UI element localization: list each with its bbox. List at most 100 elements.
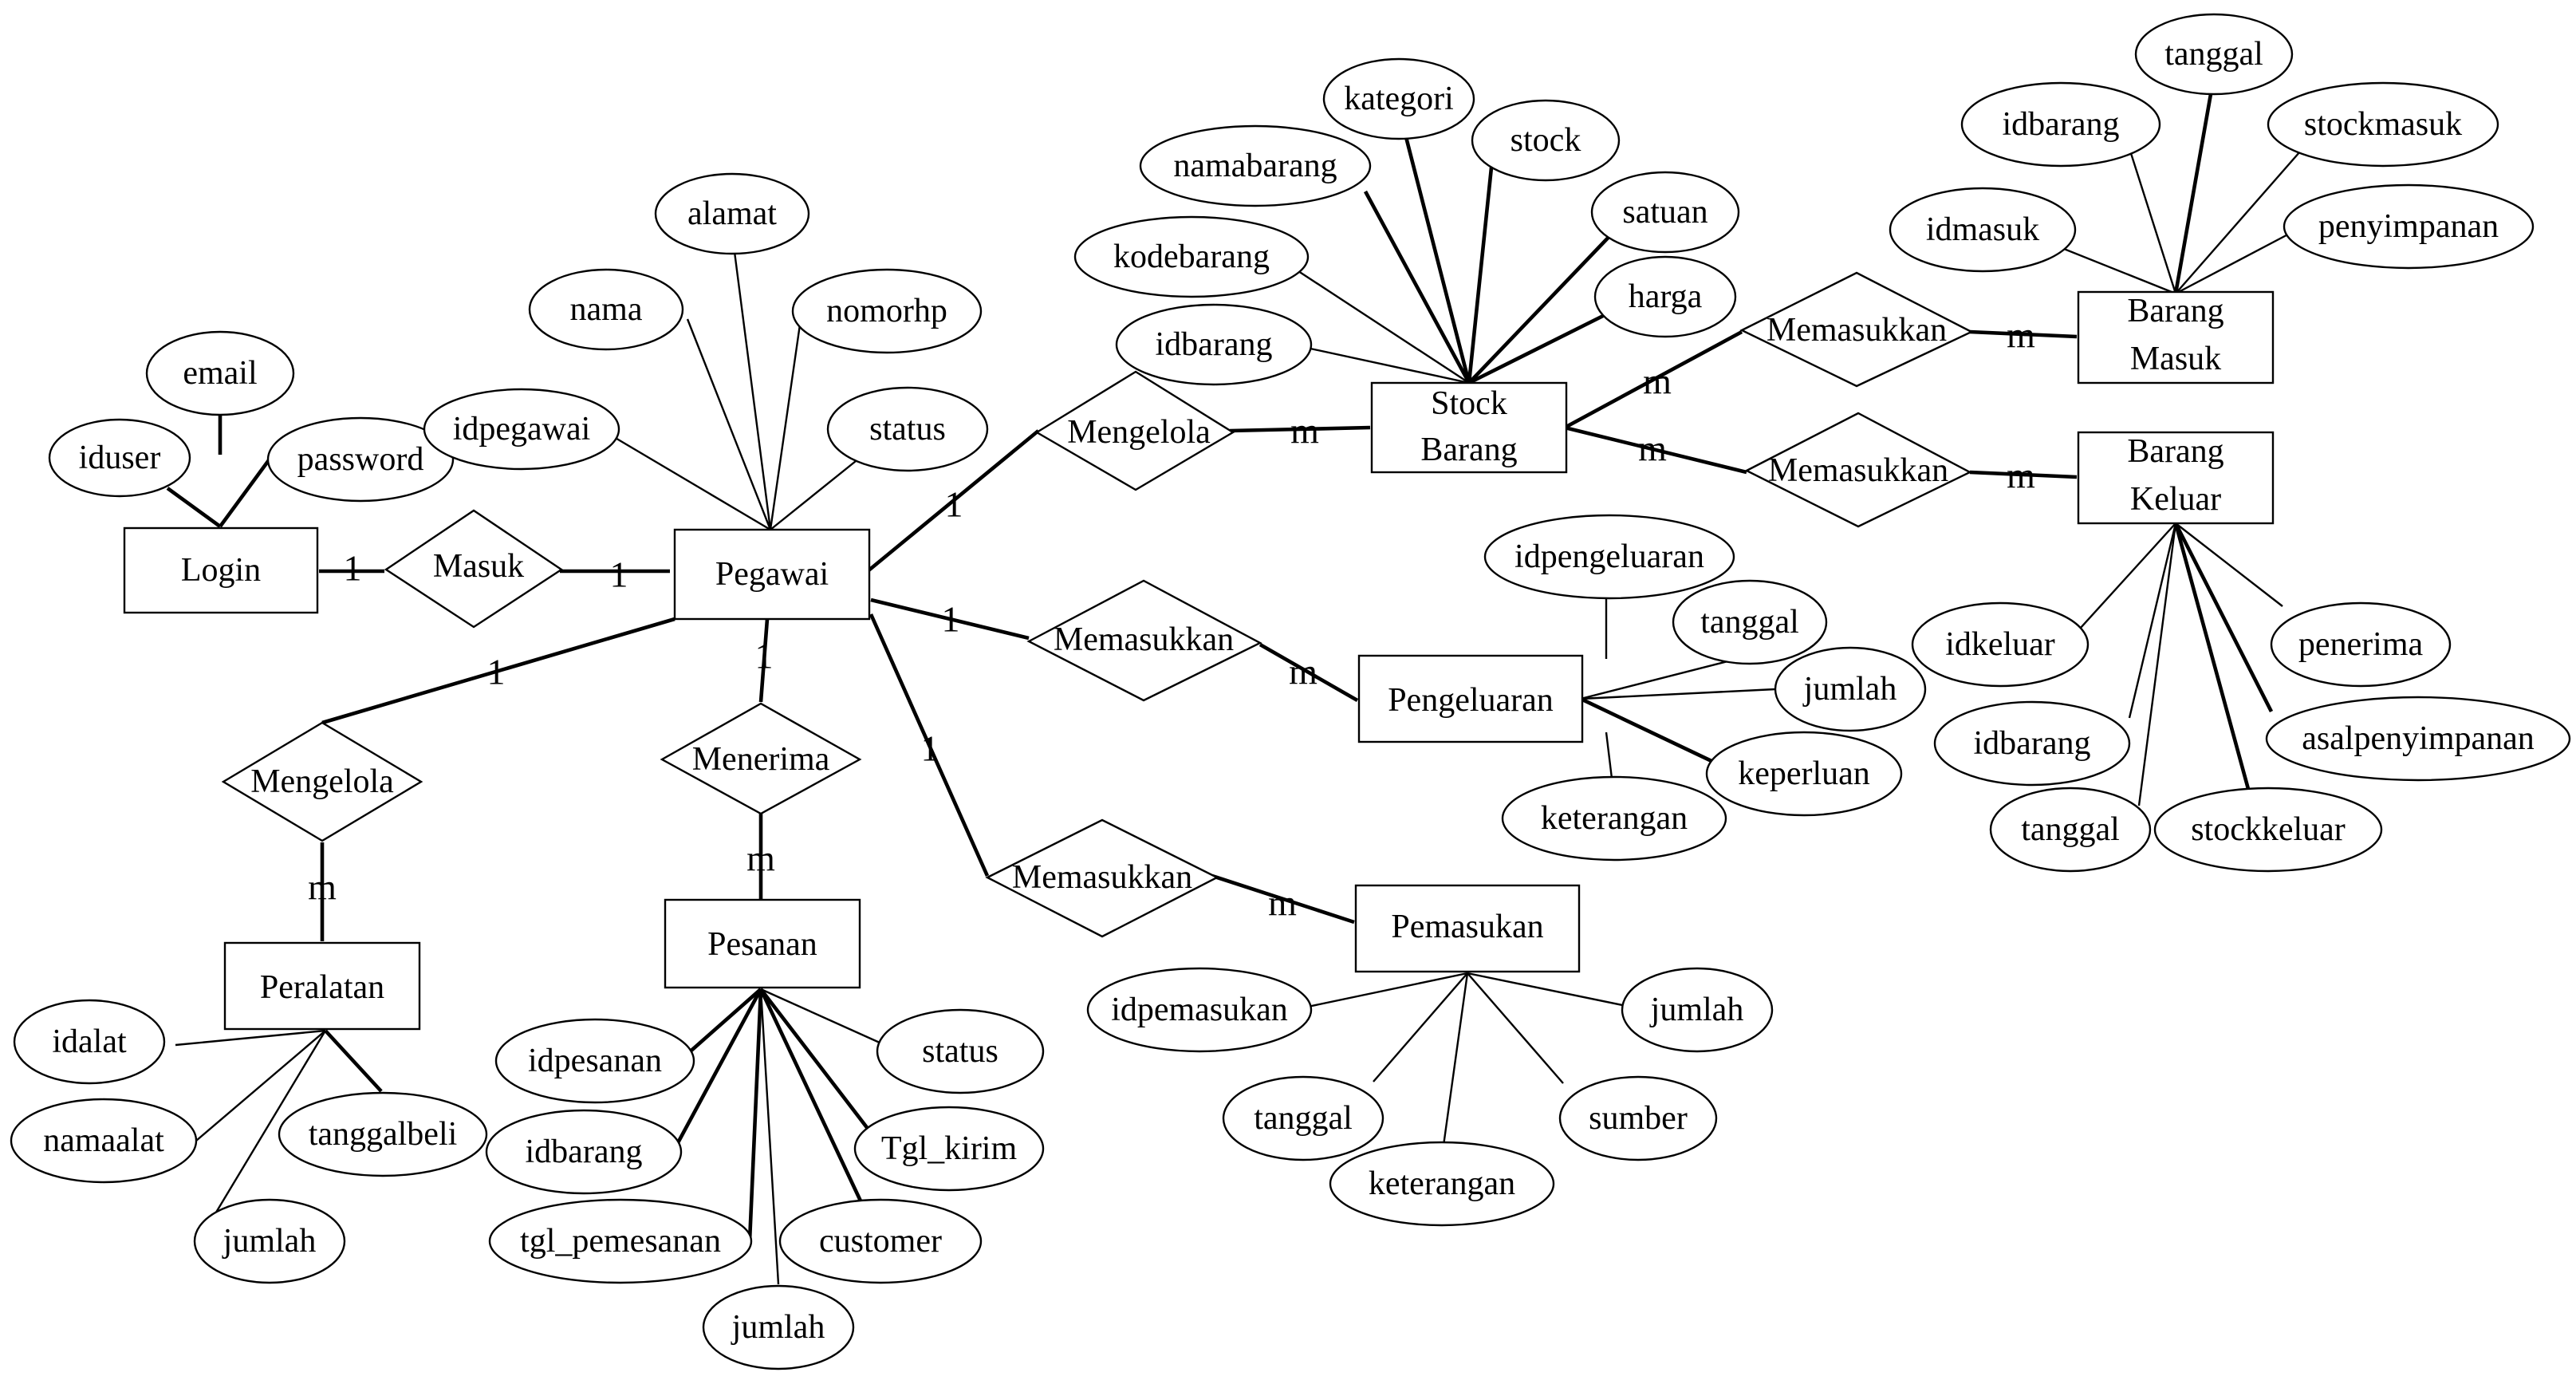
attribute-pegawai-nama[interactable]: nama xyxy=(528,268,684,351)
attribute-peralatan-tanggalbeli[interactable]: tanggalbeli xyxy=(278,1091,488,1177)
attribute-pesanan-idpesanan-label: idpesanan xyxy=(528,1043,662,1079)
attribute-pesanan-idpesanan[interactable]: idpesanan xyxy=(494,1018,695,1104)
attribute-barang-masuk-penyimpanan[interactable]: penyimpanan xyxy=(2283,183,2535,270)
attribute-pengeluaran-keperluan-label: keperluan xyxy=(1738,755,1870,792)
relationship-memasukkan-pengeluaran[interactable]: Memasukkan xyxy=(1026,579,1262,702)
relationship-masuk[interactable]: Masuk xyxy=(384,509,564,629)
relationship-memasukkan-barang-keluar[interactable]: Memasukkan xyxy=(1744,412,1972,528)
attribute-stock-barang-kategori[interactable]: kategori xyxy=(1322,57,1475,140)
attribute-stock-barang-harga-label: harga xyxy=(1629,278,1703,315)
attribute-peralatan-jumlah-label: jumlah xyxy=(222,1223,317,1260)
entity-login-label: Login xyxy=(181,552,261,589)
attribute-pegawai-nama-label: nama xyxy=(570,291,643,328)
attribute-stock-barang-kodebarang[interactable]: kodebarang xyxy=(1073,215,1310,298)
attribute-pengeluaran-jumlah-label: jumlah xyxy=(1802,671,1897,708)
attribute-barang-keluar-idbarang[interactable]: idbarang xyxy=(1933,700,2131,787)
attribute-pengeluaran-tanggal[interactable]: tanggal xyxy=(1672,579,1828,665)
attribute-login-iduser[interactable]: iduser xyxy=(48,418,191,498)
entity-pegawai-label: Pegawai xyxy=(715,556,829,593)
attribute-barang-masuk-idmasuk-label: idmasuk xyxy=(1926,211,2039,248)
attribute-barang-masuk-tanggal[interactable]: tanggal xyxy=(2134,13,2294,96)
attribute-pengeluaran-keterangan[interactable]: keterangan xyxy=(1501,775,1727,862)
attribute-pegawai-status-label: status xyxy=(869,411,946,448)
relationship-menerima[interactable]: Menerima xyxy=(660,702,862,815)
attribute-pesanan-tgl-pemesanan[interactable]: tgl_pemesanan xyxy=(488,1198,753,1284)
attribute-barang-keluar-idkeluar[interactable]: idkeluar xyxy=(1911,601,2090,688)
attribute-peralatan-namaalat[interactable]: namaalat xyxy=(10,1098,198,1184)
attribute-pengeluaran-jumlah[interactable]: jumlah xyxy=(1774,646,1927,732)
attribute-pegawai-idpegawai-label: idpegawai xyxy=(453,411,591,448)
relationship-memasukkan-barang-keluar-label: Memasukkan xyxy=(1768,452,1948,489)
attribute-login-email[interactable]: email xyxy=(145,330,295,416)
attribute-pengeluaran-idpengeluaran[interactable]: idpengeluaran xyxy=(1483,514,1735,600)
attribute-pegawai-idpegawai[interactable]: idpegawai xyxy=(423,388,620,471)
entity-pengeluaran[interactable]: Pengeluaran xyxy=(1357,654,1584,743)
entity-peralatan[interactable]: Peralatan xyxy=(223,941,421,1031)
attribute-pesanan-jumlah-label: jumlah xyxy=(731,1309,825,1346)
cardinality-pengeluaran-many: m xyxy=(1289,652,1318,692)
attribute-stock-barang-satuan[interactable]: satuan xyxy=(1590,171,1740,254)
attribute-pegawai-nomorhp-label: nomorhp xyxy=(826,293,947,329)
attribute-barang-keluar-tanggal-label: tanggal xyxy=(2021,811,2120,848)
attribute-barang-keluar-asalpenyimpanan[interactable]: asalpenyimpanan xyxy=(2265,696,2571,782)
attribute-pemasukan-tanggal[interactable]: tanggal xyxy=(1222,1075,1385,1161)
attribute-pegawai-nomorhp[interactable]: nomorhp xyxy=(791,268,983,354)
cardinality-mengelola-stock-many: m xyxy=(1290,411,1319,451)
cardinality-pegawai-mengelola-peralatan: 1 xyxy=(487,652,506,692)
attribute-stock-barang-namabarang[interactable]: namabarang xyxy=(1139,124,1372,207)
attribute-stock-barang-stock[interactable]: stock xyxy=(1471,99,1621,182)
attribute-barang-keluar-tanggal[interactable]: tanggal xyxy=(1989,787,2152,873)
attribute-pemasukan-keterangan[interactable]: keterangan xyxy=(1329,1141,1555,1227)
attribute-pesanan-customer[interactable]: customer xyxy=(778,1198,983,1284)
attribute-pemasukan-jumlah[interactable]: jumlah xyxy=(1621,967,1774,1053)
entity-barang-masuk[interactable]: Barang Masuk xyxy=(2077,290,2275,384)
attribute-stock-barang-kodebarang-label: kodebarang xyxy=(1113,239,1270,275)
relationship-memasukkan-barang-masuk-label: Memasukkan xyxy=(1767,312,1947,349)
entity-login[interactable]: Login xyxy=(123,526,319,614)
attribute-pesanan-jumlah[interactable]: jumlah xyxy=(702,1284,855,1370)
attribute-stock-barang-idbarang[interactable]: idbarang xyxy=(1115,303,1313,386)
entity-pesanan[interactable]: Pesanan xyxy=(664,898,861,989)
attribute-pengeluaran-keperluan[interactable]: keperluan xyxy=(1705,731,1903,817)
attribute-peralatan-namaalat-label: namaalat xyxy=(43,1122,164,1159)
attribute-stock-barang-stock-label: stock xyxy=(1511,122,1581,159)
attribute-pesanan-idbarang[interactable]: idbarang xyxy=(485,1109,683,1195)
attribute-barang-masuk-idbarang[interactable]: idbarang xyxy=(1960,81,2161,168)
entity-stock-barang[interactable]: Stock Barang xyxy=(1370,381,1568,474)
attribute-barang-masuk-idbarang-label: idbarang xyxy=(2003,106,2120,143)
attribute-pemasukan-idpemasukan-label: idpemasukan xyxy=(1111,992,1288,1028)
attribute-barang-keluar-stockkeluar[interactable]: stockkeluar xyxy=(2153,787,2383,873)
relationship-mengelola-stock[interactable]: Mengelola xyxy=(1034,370,1235,491)
attribute-stock-barang-idbarang-label: idbarang xyxy=(1156,326,1273,363)
attribute-pegawai-status[interactable]: status xyxy=(826,386,989,472)
entity-pemasukan[interactable]: Pemasukan xyxy=(1354,884,1581,973)
attribute-pesanan-tgl-kirim[interactable]: Tgl_kirim xyxy=(853,1106,1045,1192)
attribute-barang-keluar-penerima[interactable]: penerima xyxy=(2270,601,2452,688)
attribute-barang-masuk-stockmasuk-label: stockmasuk xyxy=(2304,106,2462,143)
attribute-pemasukan-sumber[interactable]: sumber xyxy=(1558,1075,1718,1161)
attribute-peralatan-idalat[interactable]: idalat xyxy=(13,999,166,1085)
attribute-peralatan-tanggalbeli-label: tanggalbeli xyxy=(309,1116,458,1153)
entity-barang-keluar-label-line2: Keluar xyxy=(2130,481,2221,518)
cardinality-labels: 1 1 1 m 1 m 1 m 1 m 1 m m m m m xyxy=(308,315,2035,924)
relationship-memasukkan-pengeluaran-label: Memasukkan xyxy=(1054,621,1234,658)
attribute-pegawai-alamat[interactable]: alamat xyxy=(654,172,810,255)
relationship-memasukkan-barang-masuk[interactable]: Memasukkan xyxy=(1739,271,1974,388)
entity-stock-barang-label-line2: Barang xyxy=(1420,432,1517,468)
attribute-barang-masuk-idmasuk[interactable]: idmasuk xyxy=(1889,187,2077,273)
attribute-pemasukan-keterangan-label: keterangan xyxy=(1369,1165,1515,1202)
attribute-barang-masuk-stockmasuk[interactable]: stockmasuk xyxy=(2267,81,2499,168)
attribute-login-password[interactable]: password xyxy=(266,416,455,503)
attribute-pemasukan-idpemasukan[interactable]: idpemasukan xyxy=(1086,967,1313,1053)
relationship-memasukkan-pemasukan[interactable]: Memasukkan xyxy=(985,818,1219,938)
entity-stock-barang-label-line1: Stock xyxy=(1431,385,1507,422)
entity-barang-keluar[interactable]: Barang Keluar xyxy=(2077,431,2275,525)
attribute-peralatan-jumlah[interactable]: jumlah xyxy=(193,1198,346,1284)
entity-pegawai[interactable]: Pegawai xyxy=(673,528,871,621)
relationship-mengelola-peralatan[interactable]: Mengelola xyxy=(221,721,423,842)
attribute-barang-masuk-tanggal-label: tanggal xyxy=(2164,36,2263,73)
attribute-pesanan-status[interactable]: status xyxy=(876,1008,1045,1094)
cardinality-pemasukan-many: m xyxy=(1268,883,1297,924)
attribute-stock-barang-harga[interactable]: harga xyxy=(1593,255,1737,338)
attribute-pesanan-tgl-pemesanan-label: tgl_pemesanan xyxy=(520,1223,721,1260)
